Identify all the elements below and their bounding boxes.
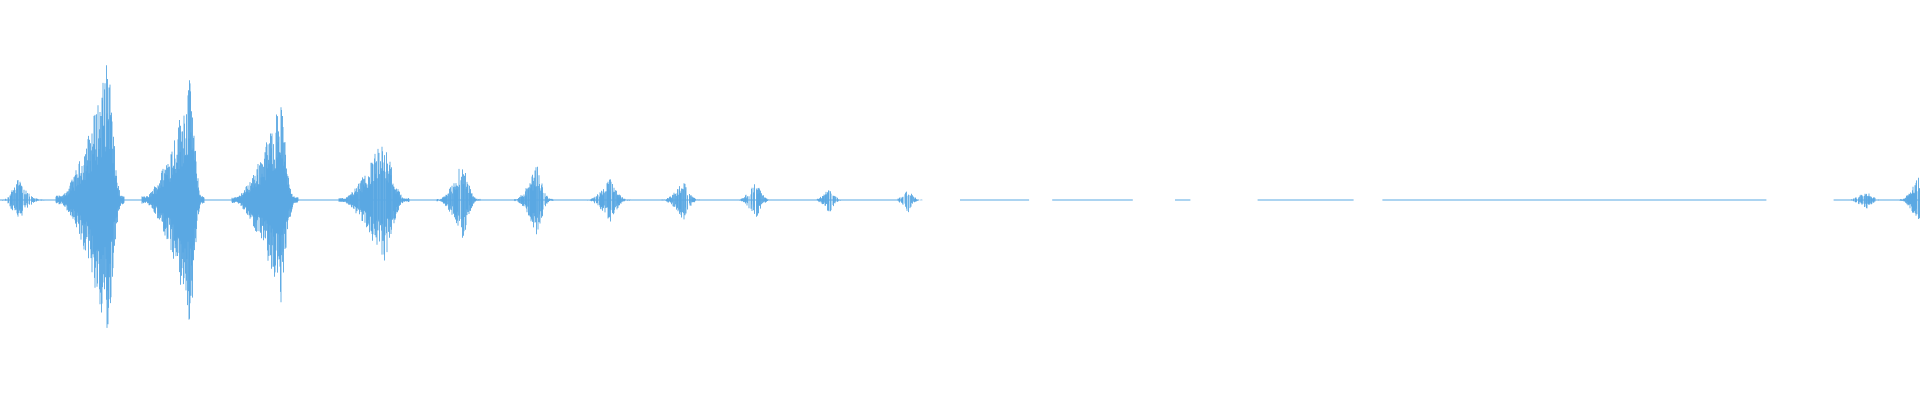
waveform-burst [661, 183, 701, 220]
waveform-burst [1899, 177, 1920, 219]
waveform-burst [893, 191, 923, 213]
waveform-burst [587, 179, 631, 222]
waveform-burst [1846, 193, 1886, 209]
waveform-burst [141, 80, 205, 320]
waveform-burst [338, 146, 410, 261]
waveform-burst [231, 107, 299, 303]
waveform-burst [2, 180, 47, 217]
waveform-burst [513, 166, 554, 235]
waveform-burst [436, 168, 481, 238]
waveform-burst [55, 65, 125, 328]
waveform-burst [736, 184, 772, 217]
waveform-burst-group [2, 65, 1920, 328]
waveform-burst [813, 190, 846, 212]
